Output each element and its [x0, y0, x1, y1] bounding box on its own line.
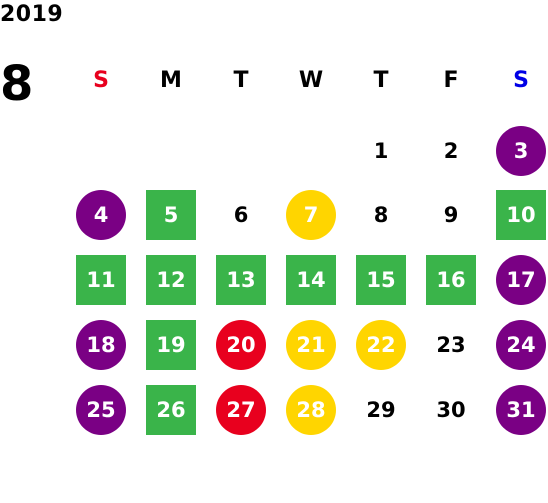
- day-cell-7[interactable]: 7: [286, 190, 336, 240]
- day-cell-24[interactable]: 24: [496, 320, 546, 370]
- day-cell-4[interactable]: 4: [76, 190, 126, 240]
- day-cell-2[interactable]: 2: [443, 139, 459, 163]
- day-cell-11[interactable]: 11: [76, 255, 126, 305]
- day-cell-6[interactable]: 6: [233, 203, 249, 227]
- day-cell-31[interactable]: 31: [496, 385, 546, 435]
- day-cell-8[interactable]: 8: [373, 203, 389, 227]
- day-cell-10[interactable]: 10: [496, 190, 546, 240]
- calendar-month: 8: [0, 56, 34, 112]
- weekday-label: W: [298, 68, 324, 93]
- weekday-label: M: [160, 68, 182, 93]
- day-cell-22[interactable]: 22: [356, 320, 406, 370]
- day-cell-25[interactable]: 25: [76, 385, 126, 435]
- weekday-label: S: [513, 68, 529, 93]
- day-cell-21[interactable]: 21: [286, 320, 336, 370]
- day-cell-18[interactable]: 18: [76, 320, 126, 370]
- day-cell-15[interactable]: 15: [356, 255, 406, 305]
- day-cell-16[interactable]: 16: [426, 255, 476, 305]
- day-cell-28[interactable]: 28: [286, 385, 336, 435]
- day-cell-3[interactable]: 3: [496, 126, 546, 176]
- day-cell-14[interactable]: 14: [286, 255, 336, 305]
- day-cell-30[interactable]: 30: [436, 398, 466, 422]
- day-cell-9[interactable]: 9: [443, 203, 459, 227]
- weekday-label: F: [443, 68, 459, 93]
- day-cell-1[interactable]: 1: [373, 139, 389, 163]
- weekday-label: T: [233, 68, 249, 93]
- day-cell-13[interactable]: 13: [216, 255, 266, 305]
- day-cell-17[interactable]: 17: [496, 255, 546, 305]
- weekday-label: T: [373, 68, 389, 93]
- day-cell-29[interactable]: 29: [366, 398, 396, 422]
- day-cell-19[interactable]: 19: [146, 320, 196, 370]
- day-cell-12[interactable]: 12: [146, 255, 196, 305]
- day-cell-26[interactable]: 26: [146, 385, 196, 435]
- day-cell-23[interactable]: 23: [436, 333, 466, 357]
- day-cell-5[interactable]: 5: [146, 190, 196, 240]
- calendar-year: 2019: [0, 2, 64, 27]
- weekday-label: S: [93, 68, 109, 93]
- day-cell-27[interactable]: 27: [216, 385, 266, 435]
- day-cell-20[interactable]: 20: [216, 320, 266, 370]
